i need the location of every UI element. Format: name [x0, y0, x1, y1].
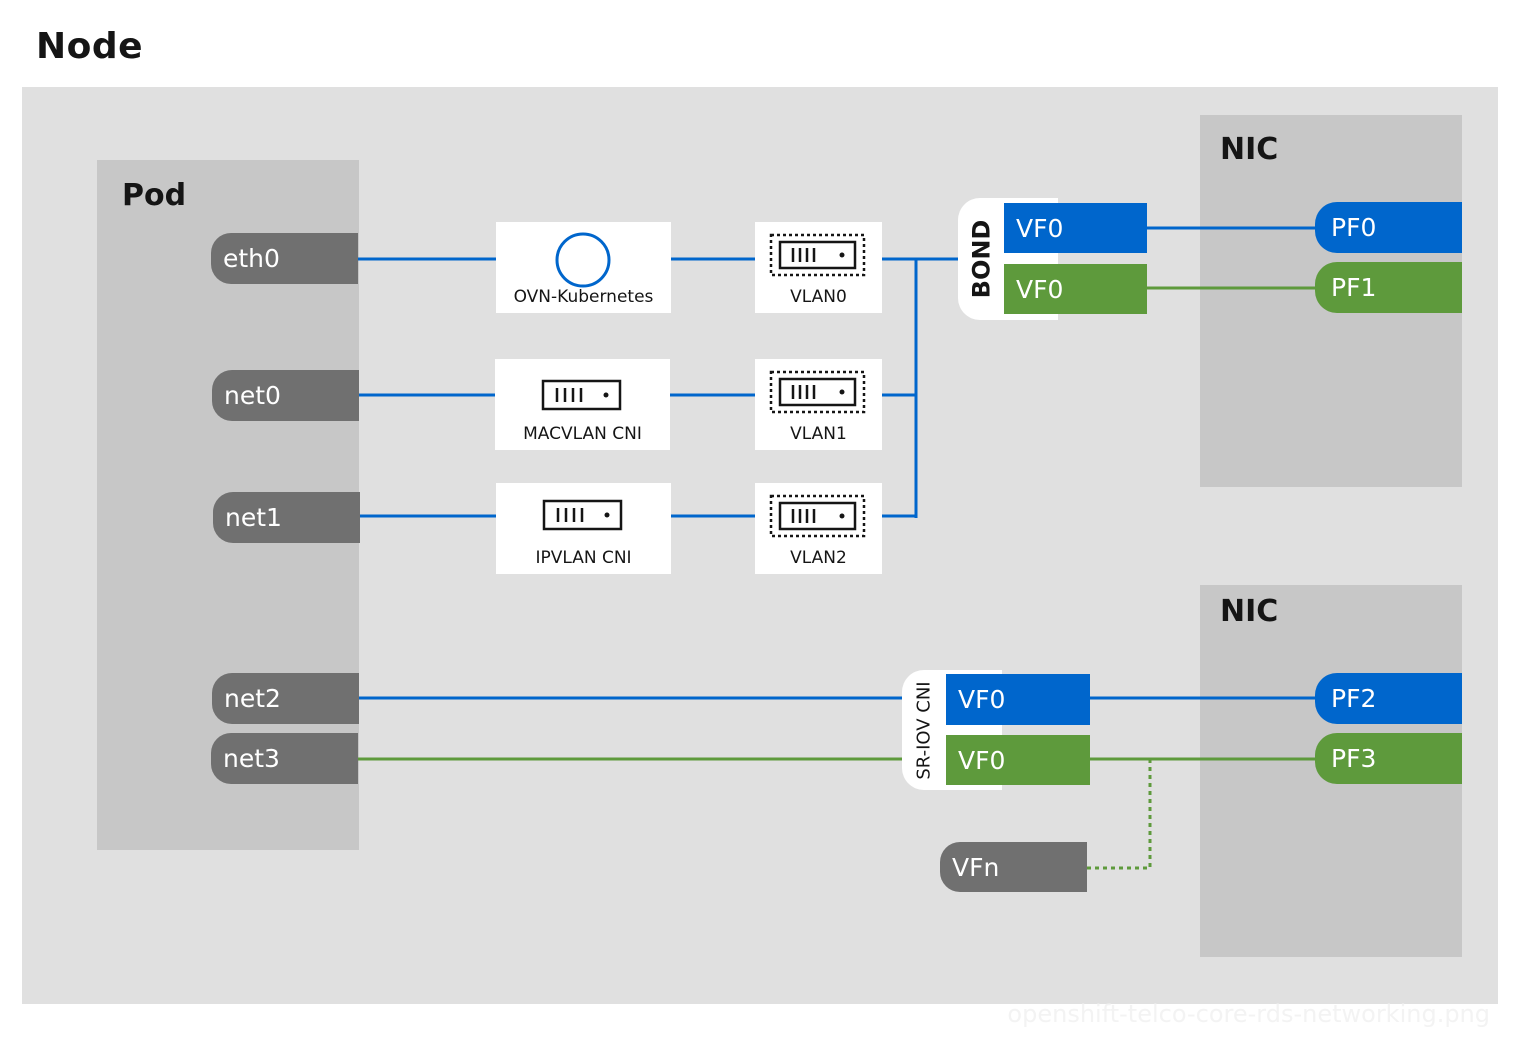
pf1: PF1 — [1315, 262, 1462, 313]
ovn-kubernetes-box: OVN-Kubernetes — [496, 222, 671, 313]
vlan1-label: VLAN1 — [790, 424, 847, 444]
interface-net0: net0 — [212, 370, 359, 421]
interface-net3: net3 — [211, 733, 358, 784]
interface-net2: net2 — [212, 673, 359, 724]
server-icon — [541, 379, 622, 411]
interface-eth0: eth0 — [211, 233, 358, 284]
pf0: PF0 — [1315, 202, 1462, 253]
vlan2-box: VLAN2 — [755, 483, 882, 574]
vlan0-box: VLAN0 — [755, 222, 882, 313]
macvlan-cni-box: MACVLAN CNI — [495, 359, 670, 450]
vlan2-label: VLAN2 — [790, 548, 847, 568]
ipvlan-cni-label: IPVLAN CNI — [535, 548, 632, 568]
server-dotted-icon — [769, 233, 866, 277]
sriov-label: SR-IOV CNI — [913, 680, 935, 780]
interface-net1: net1 — [213, 492, 360, 543]
circle-icon — [555, 232, 611, 288]
pf3: PF3 — [1315, 733, 1462, 784]
filename-watermark: openshift-telco-core-rds-networking.png — [1007, 1000, 1490, 1028]
server-dotted-icon — [769, 494, 866, 538]
pod-label: Pod — [122, 178, 187, 213]
bond-label: BOND — [967, 219, 996, 299]
bond-vf0-green: VF0 — [1004, 264, 1147, 314]
bond-vf0-blue: VF0 — [1004, 203, 1147, 253]
macvlan-cni-label: MACVLAN CNI — [523, 424, 642, 444]
ipvlan-cni-box: IPVLAN CNI — [496, 483, 671, 574]
sriov-vf0-green: VF0 — [946, 735, 1090, 785]
ovn-kubernetes-label: OVN-Kubernetes — [513, 287, 654, 307]
nic-top-label: NIC — [1220, 132, 1279, 167]
vlan0-label: VLAN0 — [790, 287, 847, 307]
nic-bottom-label: NIC — [1220, 594, 1279, 629]
server-icon — [542, 499, 623, 531]
vlan1-box: VLAN1 — [755, 359, 882, 450]
line-vfn-dotted — [1087, 759, 1152, 870]
sriov-vf0-blue: VF0 — [946, 674, 1090, 725]
interface-vfn: VFn — [940, 842, 1087, 892]
server-dotted-icon — [769, 370, 866, 414]
pf2: PF2 — [1315, 673, 1462, 724]
diagram-title: Node — [36, 26, 144, 67]
